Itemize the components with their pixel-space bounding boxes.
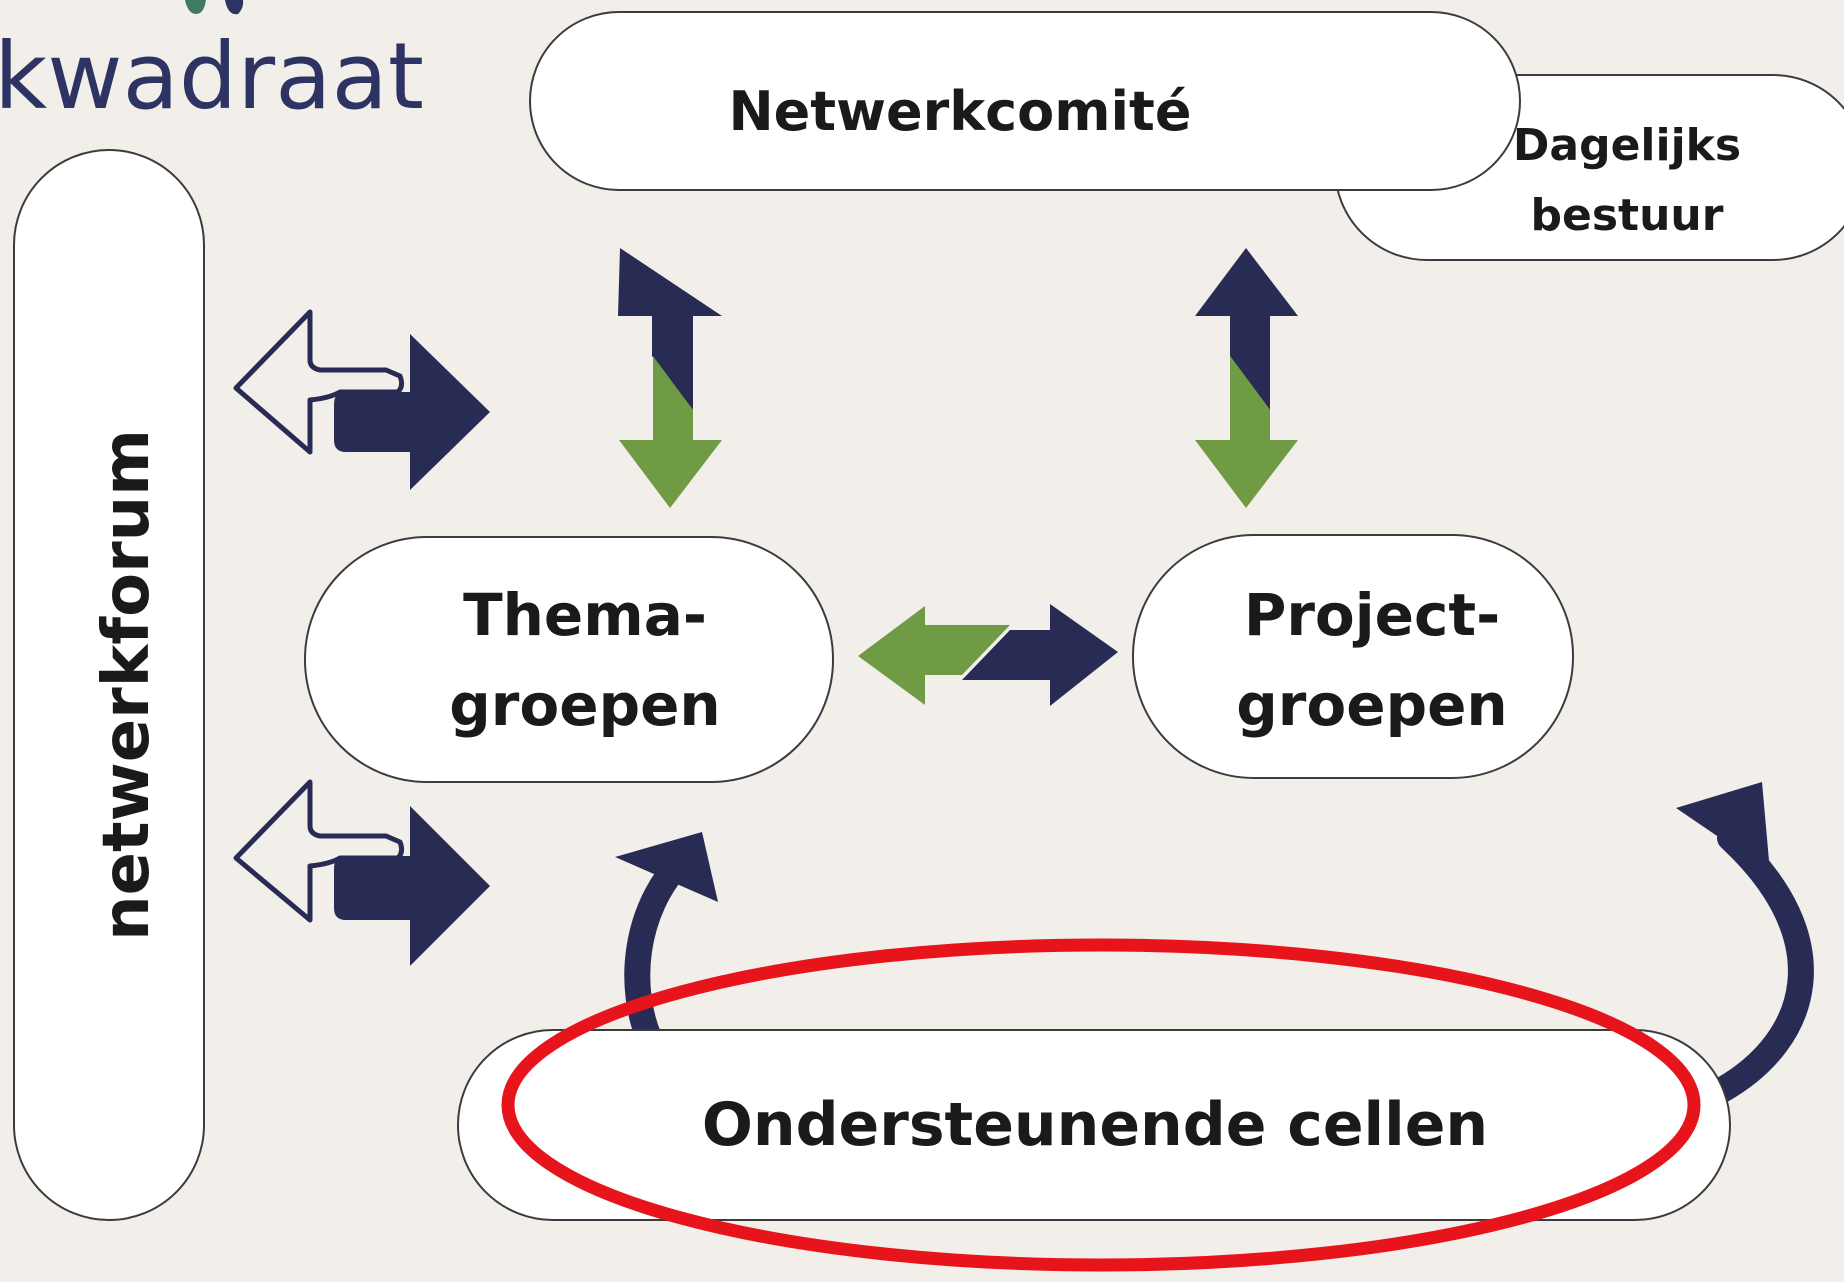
netwerkforum-label: netwerkforum xyxy=(90,429,164,941)
forum-arrows-bottom xyxy=(233,779,490,966)
arrow-up-navy-left xyxy=(618,248,722,410)
netwerkcomite-label: Netwerkcomité xyxy=(728,80,1191,143)
highlight-ellipse xyxy=(501,938,1701,1272)
forum-arrows-top xyxy=(233,309,490,490)
ondersteunende-cellen-label: Ondersteunende cellen xyxy=(702,1090,1488,1160)
arrow-down-green-right xyxy=(1195,356,1298,508)
curved-arrow-shaft-left xyxy=(624,847,695,1053)
arrow-right-navy xyxy=(962,604,1118,706)
themagroepen-shape xyxy=(304,536,834,783)
projectgroepen-label-line1: Project- xyxy=(1244,581,1500,649)
ondersteunende-cellen-shape xyxy=(457,1029,1731,1221)
curved-arrow-to-themagroepen xyxy=(615,832,718,1053)
node-themagroepen: Thema- groepen xyxy=(304,536,834,783)
dagelijks-bestuur-label-line2: bestuur xyxy=(1531,190,1724,241)
netwerkcomite-shape xyxy=(529,11,1521,191)
themagroepen-label-line2: groepen xyxy=(449,671,720,739)
node-projectgroepen: Project- groepen xyxy=(1132,534,1574,779)
arrow-down-green-left xyxy=(619,356,722,508)
node-netwerkcomite: Netwerkcomité xyxy=(529,11,1521,191)
solid-arrow-right-top xyxy=(334,334,490,490)
double-arrow-comite-thema xyxy=(618,248,722,508)
arrow-left-green xyxy=(858,606,1010,705)
solid-arrow-right-bottom xyxy=(334,806,490,966)
logo-text: kwadraat xyxy=(0,23,424,130)
themagroepen-label-line1: Thema- xyxy=(463,581,707,649)
double-arrow-comite-project xyxy=(1195,248,1298,508)
dagelijks-bestuur-label-line1: Dagelijks xyxy=(1513,120,1741,171)
double-arrow-thema-project xyxy=(858,604,1118,706)
node-ondersteunende-cellen: Ondersteunende cellen xyxy=(457,1029,1731,1221)
logo-mark-right xyxy=(225,0,244,15)
logo-mark-left xyxy=(185,0,206,14)
node-netwerkforum: netwerkforum xyxy=(13,149,205,1221)
hollow-arrow-left-top xyxy=(233,309,405,455)
curved-arrow-head-right xyxy=(1676,782,1770,872)
curved-arrow-to-projectgroepen xyxy=(1676,782,1814,1103)
curved-arrow-shaft-right xyxy=(1709,825,1814,1103)
hollow-arrow-left-bottom xyxy=(233,779,405,923)
logo: kwadraat xyxy=(0,0,424,130)
curved-arrow-head-left xyxy=(615,832,718,902)
projectgroepen-shape xyxy=(1132,534,1574,779)
arrow-up-navy-right xyxy=(1195,248,1298,410)
netwerkforum-shape xyxy=(13,149,205,1221)
projectgroepen-label-line2: groepen xyxy=(1236,671,1507,739)
